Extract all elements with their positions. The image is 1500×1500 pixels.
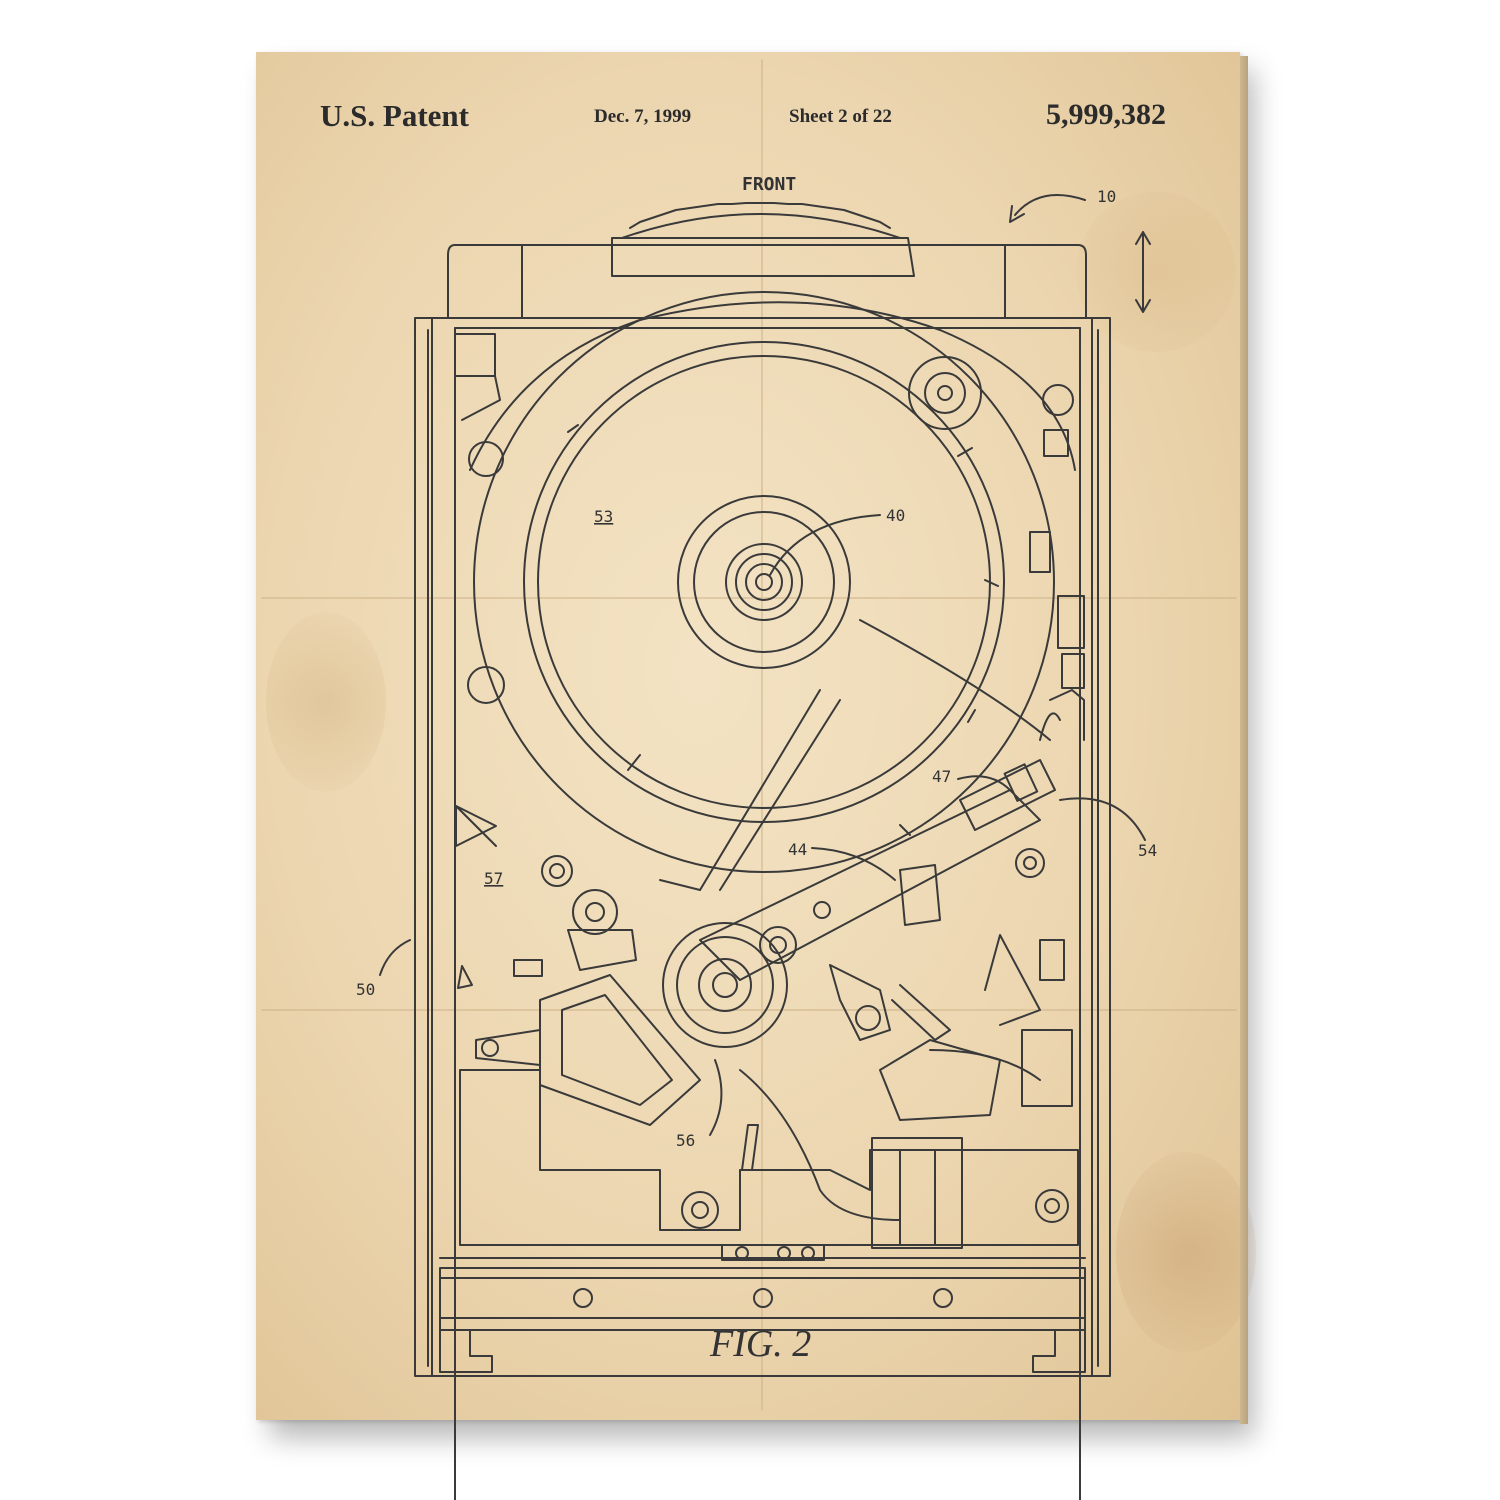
ref-47: 47 xyxy=(932,767,951,786)
direction-arrow xyxy=(1135,231,1151,313)
ref-56: 56 xyxy=(676,1131,695,1150)
canvas-edge xyxy=(1240,56,1248,1424)
leader-47 xyxy=(957,775,1011,791)
front-bezel xyxy=(611,202,915,277)
ref-54: 54 xyxy=(1138,841,1157,860)
flex-cable xyxy=(739,1039,1041,1221)
fold-lines xyxy=(261,59,1237,1411)
left-components xyxy=(455,805,637,989)
leader-40 xyxy=(769,514,881,576)
sheet-number: Sheet 2 of 22 xyxy=(789,106,892,127)
leader-10 xyxy=(1014,194,1086,216)
pivot-bearing xyxy=(662,922,797,1048)
circuit-board-outline xyxy=(459,1069,1079,1261)
actuator-arm xyxy=(699,759,1056,981)
patent-number: 5,999,382 xyxy=(1046,98,1166,131)
ref-57: 57 xyxy=(484,869,503,888)
mount-hole xyxy=(468,441,504,477)
crash-stop xyxy=(829,934,1073,1107)
mount-hole xyxy=(1042,384,1074,416)
head-arc xyxy=(659,619,1051,891)
patent-date: Dec. 7, 1999 xyxy=(594,106,692,127)
arrowhead-10 xyxy=(1009,205,1025,223)
ref-53: 53 xyxy=(594,507,613,526)
mounting-bar xyxy=(439,1257,1086,1373)
disk-platter xyxy=(469,291,1076,873)
ref-40: 40 xyxy=(886,506,905,525)
leader-56 xyxy=(709,1059,723,1136)
patent-title: U.S. Patent xyxy=(320,98,469,133)
right-components xyxy=(1029,531,1085,741)
magnet-yoke xyxy=(475,974,701,1126)
corner-pad xyxy=(454,333,501,421)
leader-54 xyxy=(1059,797,1146,841)
ref-10: 10 xyxy=(1097,187,1116,206)
leader-50 xyxy=(379,939,411,976)
ref-44: 44 xyxy=(788,840,807,859)
ref-50: 50 xyxy=(356,980,375,999)
pulley xyxy=(908,356,982,430)
figure-label: FIG. 2 xyxy=(709,1323,811,1365)
front-label: FRONT xyxy=(742,174,796,195)
drive-housing xyxy=(414,244,1111,1500)
bar-56 xyxy=(741,1124,759,1171)
leader-44 xyxy=(811,847,896,881)
